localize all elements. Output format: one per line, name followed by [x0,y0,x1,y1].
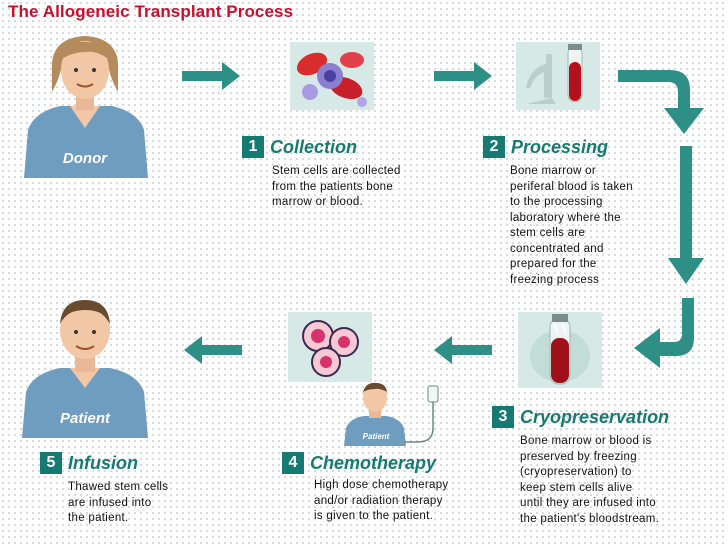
step-number: 4 [282,452,304,474]
step-5-description: Thawed stem cells are infused into the p… [68,481,169,524]
patient-figure: Patient [18,294,152,440]
iv-drip-icon [404,384,444,446]
arrow-curve-left [632,298,702,368]
arrow-right-2 [434,62,494,90]
step-title: Infusion [68,452,138,473]
step-4-description: High dose chemotherapy and/or radiation … [314,479,449,522]
donor-figure: Donor [20,30,150,180]
step-number: 2 [483,136,505,158]
chemo-cells-icon [288,312,372,382]
step-number: 1 [242,136,264,158]
arrow-right-1 [182,62,242,90]
arrow-curve-down-1 [618,68,710,138]
diagram-title: The Allogeneic Transplant Process [8,2,294,21]
step-title: Chemotherapy [310,452,437,473]
processing-tube-icon [516,42,600,110]
collection-cells-icon [290,42,374,110]
step-3-header: 3 Cryopreservation [492,406,669,428]
step-5-header: 5 Infusion [40,452,138,474]
step-title: Processing [511,136,609,157]
arrow-down-long [666,146,706,286]
step-title: Collection [270,136,358,157]
step-title: Cryopreservation [520,406,670,427]
step-2-description: Bone marrow or periferal blood is taken … [510,165,633,286]
step-2-header: 2 Processing [483,136,608,158]
small-patient-label: Patient [362,432,390,441]
step-1-header: 1 Collection [242,136,357,158]
step-number: 3 [492,406,514,428]
step-3-description: Bone marrow or blood is preserved by fre… [520,435,660,525]
arrow-left-1 [432,336,492,364]
small-patient-figure: Patient [340,378,410,448]
step-1-description: Stem cells are collected from the patien… [272,165,401,208]
step-4-header: 4 Chemotherapy [282,452,436,474]
cryo-vial-icon [518,312,602,388]
patient-label: Patient [59,410,110,427]
step-number: 5 [40,452,62,474]
arrow-left-2 [182,336,242,364]
donor-label: Donor [62,150,108,167]
